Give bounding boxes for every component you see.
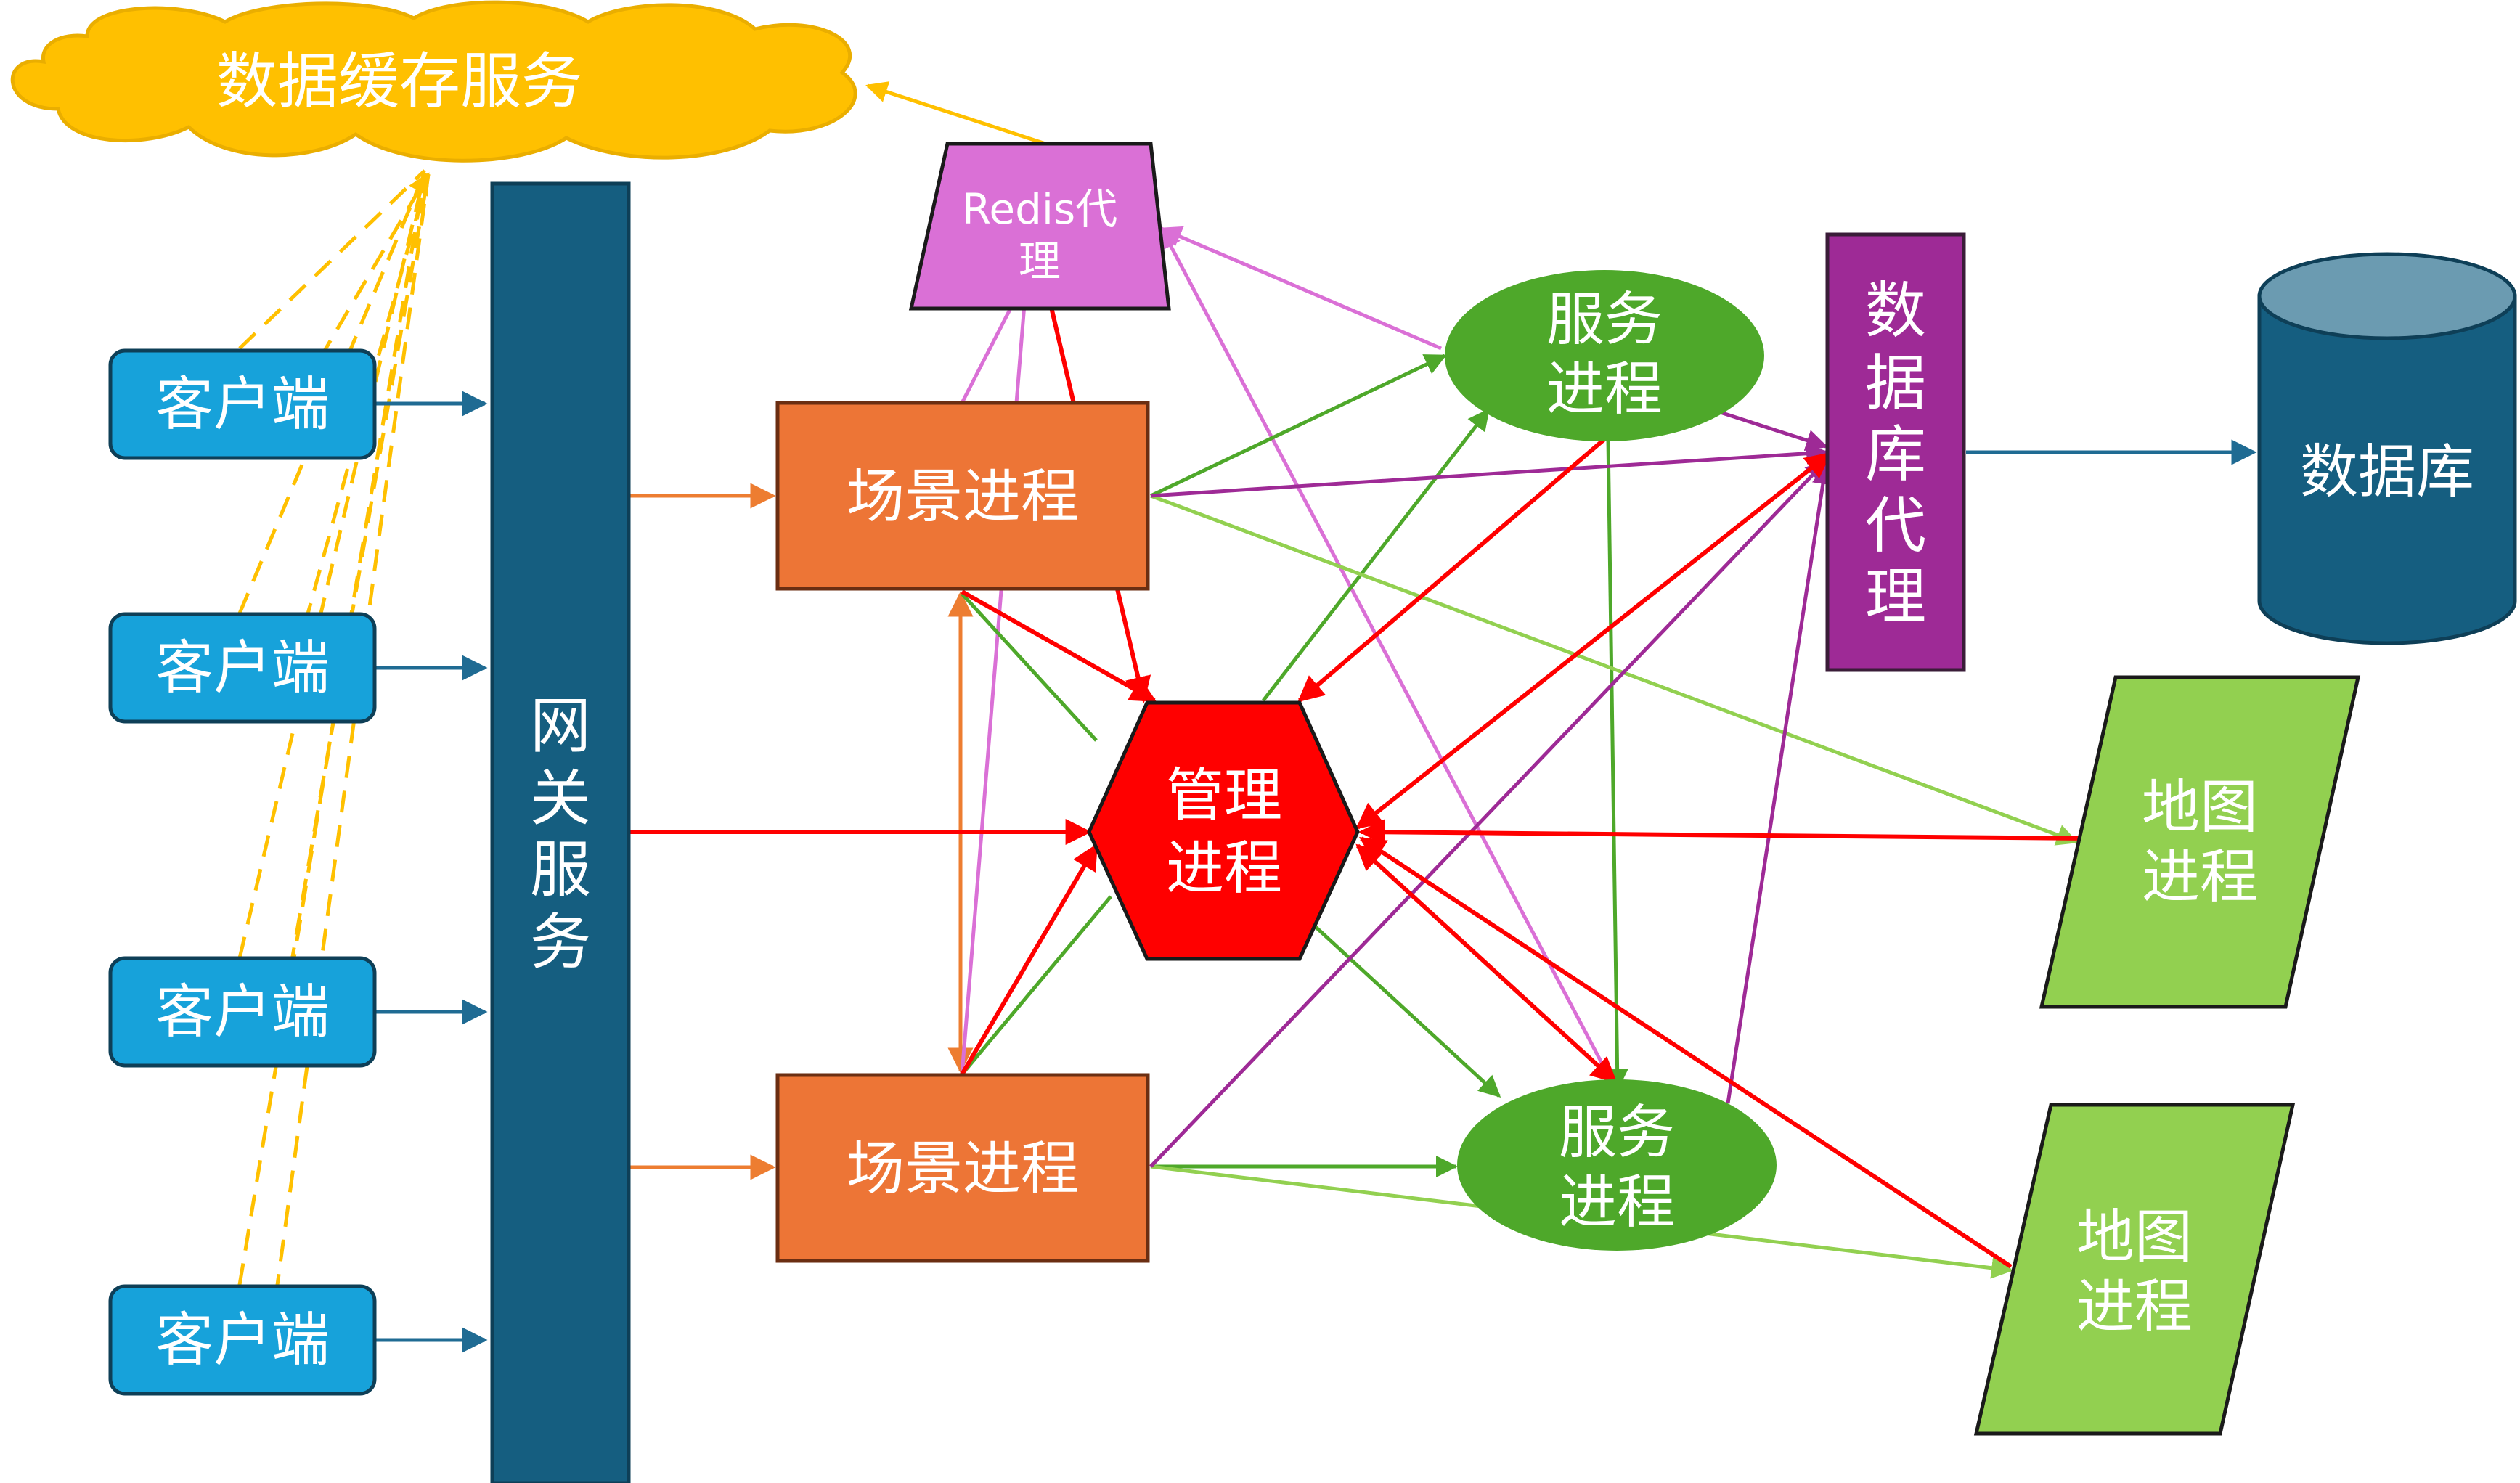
map-label-line2: 进程 [2076,1273,2193,1341]
edge-manager-service1 [1262,408,1490,702]
edge-service1-dbproxy [1713,408,1828,451]
scene-process-node: 场景进程 [775,1073,1150,1263]
map-process-node: 地图 进程 [2039,675,2361,1009]
edge-client3-cache-b [288,173,431,970]
edges [237,81,2257,1353]
gateway-char-2: 关 [530,763,591,834]
manager-label-line1: 管理 [1166,762,1282,830]
map-process-shape [1973,1103,2296,1436]
client-node: 客户端 [108,1284,377,1396]
client-shape [108,612,377,724]
redis-proxy-shape [908,142,1171,311]
edge-client2-cache [237,172,427,614]
gateway-char-1: 网 [530,690,591,761]
gateway-node: 网 关 服 务 [490,181,631,1483]
map-label-line1: 地图 [2076,1204,2193,1271]
edge-map1-manager [1358,819,2088,846]
edge-scene2-manager [960,843,1098,1076]
scene-process-shape [775,1073,1150,1263]
edge-client1-cache [238,169,426,350]
edge-service1-redis [1159,226,1442,351]
gateway-shape [490,181,631,1483]
service-process-node: 服务 进程 [1445,270,1764,441]
gateway-char-3: 服 [530,834,591,905]
scene-process-label: 场景进程 [847,1135,1079,1203]
cloud-shape [10,0,857,163]
manager-process-shape [1087,700,1360,961]
db-proxy-char-3: 库 [1865,419,1926,490]
edge-scene1-service1 [1149,354,1447,498]
database-top [2257,252,2517,340]
client-node: 客户端 [108,956,377,1068]
service-process-shape [1445,270,1764,441]
edge-client1-cache-b [317,172,431,361]
scene-process-node: 场景进程 [775,401,1150,591]
service-label-line2: 进程 [1559,1169,1675,1236]
map-label-line1: 地图 [2142,774,2258,841]
scene-process-shape [775,401,1150,591]
client-node: 客户端 [108,612,377,724]
db-proxy-char-2: 据 [1865,348,1926,419]
client-label: 客户端 [155,1307,330,1374]
client-label: 客户端 [155,979,330,1046]
edge-service1-service2 [1606,438,1628,1091]
cache-service-cloud: 数据缓存服务 [10,0,857,163]
edge-service2-manager [1355,843,1618,1084]
service-process-node: 服务 进程 [1457,1079,1777,1251]
service-label-line1: 服务 [1546,286,1663,354]
client-shape [108,348,377,460]
database-body [2257,294,2517,645]
service-label-line1: 服务 [1559,1099,1675,1167]
scene-process-label: 场景进程 [847,463,1079,531]
db-proxy-char-1: 数 [1865,275,1926,346]
map-label-line2: 进程 [2142,843,2258,911]
edge-client4-cache [237,172,427,1286]
database-label: 数据库 [2300,438,2474,506]
redis-label-line1: Redis代 [962,184,1118,234]
service-label-line2: 进程 [1546,356,1663,423]
client-shape [108,1284,377,1396]
edge-redis-cache [865,81,1046,146]
edge-scene1-manager-green [961,592,1098,742]
client-shape [108,956,377,1068]
service-process-shape [1457,1079,1777,1251]
edge-scene1-dbproxy [1150,442,1828,498]
client-label: 客户端 [155,371,330,438]
client-node: 客户端 [108,348,377,460]
edge-scene2-manager-green [961,895,1112,1076]
redis-label-line2: 理 [1019,237,1061,286]
db-proxy-char-4: 代 [1865,490,1926,561]
edge-client3-cache [237,172,427,959]
map-process-node: 地图 进程 [1973,1103,2296,1436]
client-label: 客户端 [155,634,330,702]
db-proxy-node: 数 据 库 代 理 [1825,232,1966,672]
map-process-shape [2039,675,2361,1009]
db-proxy-char-5: 理 [1865,561,1926,632]
edge-scene2-redis [960,266,1037,1075]
manager-process-node: 管理 进程 [1087,700,1360,961]
gateway-char-4: 务 [530,907,591,978]
edge-client2-cache-b [303,173,431,625]
edge-service2-dbproxy [1726,462,1834,1104]
redis-proxy-node: Redis代 理 [908,142,1171,311]
edge-dbproxy-manager [1355,452,1832,830]
edge-client4-cache-b [274,173,431,1296]
edge-scene1-manager [961,589,1157,703]
database-node: 数据库 [2257,252,2517,645]
manager-label-line2: 进程 [1166,835,1282,902]
db-proxy-shape [1825,232,1966,672]
cache-label: 数据缓存服务 [216,46,582,117]
